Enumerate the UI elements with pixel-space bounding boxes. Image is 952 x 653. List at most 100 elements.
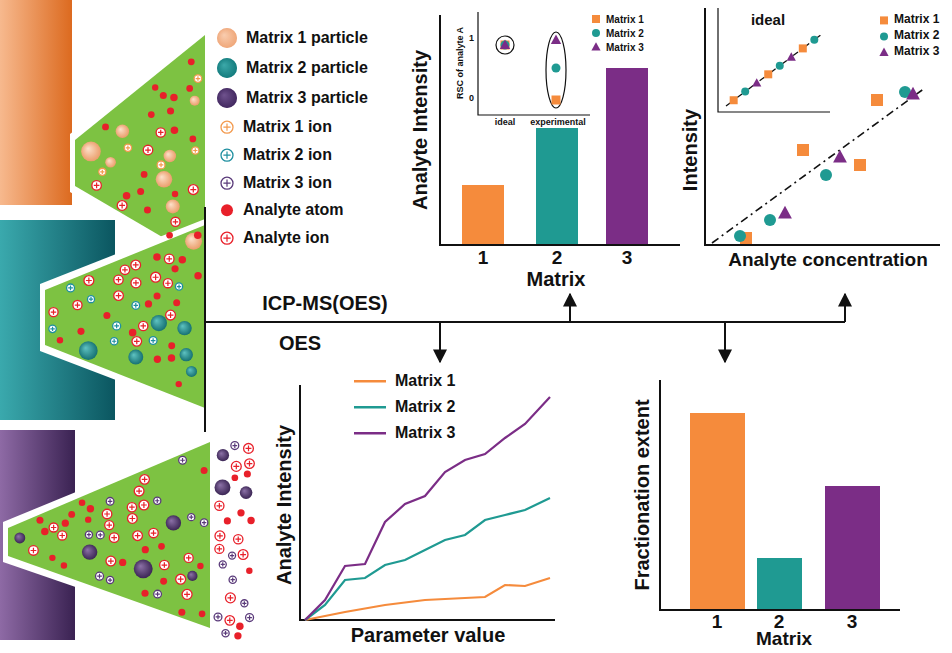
- legend-item: Matrix 3 ion: [219, 174, 332, 192]
- data-marker: [810, 36, 818, 44]
- plus-sign: [247, 615, 252, 620]
- legend-swatch: [878, 30, 890, 42]
- plus-sign: [246, 445, 252, 451]
- legend-swatch: [216, 57, 238, 79]
- legend-text: Matrix 3 particle: [246, 89, 368, 107]
- analyte-atom: [160, 578, 167, 585]
- label: RSC of analyte A: [456, 27, 466, 99]
- data-marker: [752, 78, 761, 86]
- matrix-particle: [156, 171, 173, 188]
- plus-sign: [135, 533, 141, 539]
- analyte-atom: [57, 337, 63, 343]
- torch-notch: [3, 436, 212, 634]
- plus-sign: [168, 312, 174, 318]
- matrix-particle: [240, 486, 253, 499]
- data-marker: [880, 32, 888, 40]
- inset-axis: [718, 8, 830, 112]
- plus-sign: [193, 148, 197, 152]
- label: 1: [712, 612, 723, 633]
- legend-item: Matrix 1: [590, 13, 644, 25]
- plus-sign: [166, 256, 172, 262]
- plus-sign: [231, 578, 235, 582]
- plasma-panels: [0, 0, 255, 640]
- matrix-ion: [194, 75, 202, 83]
- plus-sign: [223, 151, 230, 158]
- matrix-ion: [96, 572, 104, 580]
- plus-sign: [173, 219, 178, 224]
- analyte-atom: [144, 207, 151, 214]
- data-marker: [880, 16, 888, 24]
- analyte-ion: [238, 550, 248, 560]
- analyte-ion: [131, 278, 141, 288]
- plus-sign: [184, 591, 190, 597]
- analyte-atom: [168, 342, 175, 349]
- plus-sign: [217, 533, 223, 539]
- matrix-ion: [96, 531, 104, 539]
- legend-item: Matrix 1: [878, 13, 939, 26]
- legend-swatch: [590, 13, 602, 25]
- analyte-atom: [102, 123, 109, 130]
- matrix-particle: [217, 449, 229, 461]
- analyte-ion: [234, 535, 243, 544]
- analyte-ion: [156, 128, 165, 137]
- analyte-atom: [141, 171, 148, 178]
- atom-swatch: [221, 204, 233, 216]
- matrix-particle: [151, 315, 167, 331]
- axis: [660, 380, 900, 610]
- plus-sign: [68, 286, 73, 291]
- analyte-ion: [231, 461, 241, 471]
- plus-sign: [165, 281, 170, 286]
- plus-sign: [227, 617, 233, 623]
- analyte-ion: [117, 201, 127, 211]
- analyte-ion: [139, 321, 148, 330]
- fit-line: [726, 34, 822, 106]
- fit-line: [712, 88, 925, 243]
- label: Analyte concentration: [728, 250, 928, 271]
- data-marker: [906, 87, 920, 100]
- analyte-ion: [139, 500, 149, 510]
- analyte-atom: [160, 92, 167, 99]
- analyte-ion: [225, 593, 235, 603]
- analyte-atom: [190, 136, 197, 143]
- matrix-ion: [110, 338, 117, 345]
- matrix-ion: [222, 630, 229, 637]
- analyte-atom: [237, 509, 244, 516]
- data-marker: [501, 41, 510, 50]
- line-swatch: [354, 432, 386, 435]
- bar: [462, 185, 504, 245]
- analyte-atom: [154, 293, 161, 300]
- data-marker: [552, 64, 561, 73]
- plus-sign: [134, 303, 139, 308]
- bar-chart-bottom: [660, 380, 900, 610]
- analyte-ion: [132, 337, 142, 347]
- matrix-ion: [106, 498, 114, 506]
- shape-g: [14, 442, 254, 640]
- legend-item: Matrix 3: [590, 41, 644, 53]
- analyte-atom: [145, 300, 152, 307]
- ellipse: [546, 32, 566, 108]
- matrix-particle: [187, 571, 197, 581]
- analyte-atom: [171, 126, 179, 134]
- legend-item: Matrix 2 particle: [216, 57, 368, 79]
- plus-sign: [242, 601, 246, 605]
- plus-sign: [232, 443, 237, 448]
- plus-sign: [189, 515, 193, 519]
- data-marker: [778, 206, 792, 219]
- analyte-atom: [152, 84, 158, 90]
- analyte-ion: [114, 291, 124, 301]
- label: ideal: [495, 118, 516, 128]
- matrix-particle: [164, 150, 177, 163]
- branch-line: [204, 207, 206, 432]
- legend-text: Matrix 1 ion: [243, 118, 332, 136]
- label: OES: [279, 332, 321, 354]
- matrix-ion: [99, 168, 106, 175]
- analyte-atom: [179, 256, 186, 263]
- plus-sign: [104, 511, 110, 517]
- plus-sign: [145, 147, 151, 153]
- analyte-ion: [140, 475, 150, 485]
- analyte-atom: [167, 107, 174, 114]
- analyte-atom: [224, 517, 231, 524]
- inset-axis: [478, 12, 590, 115]
- analyte-ion: [215, 531, 225, 541]
